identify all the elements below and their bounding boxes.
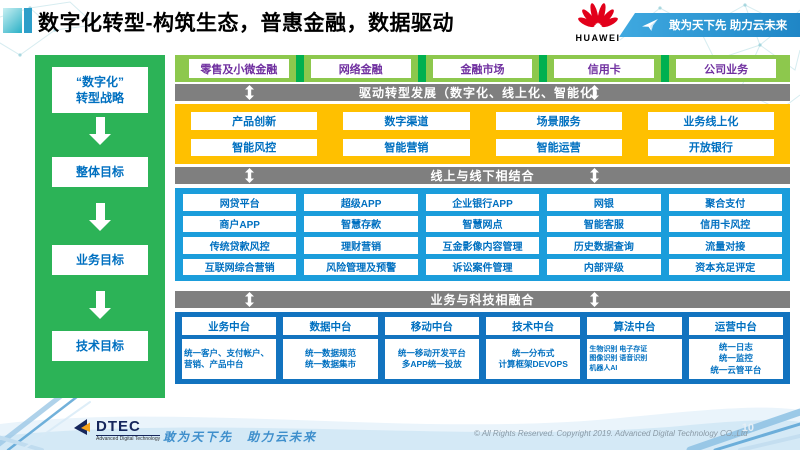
sidebar-step-digital-strategy: “数字化” 转型战略 — [52, 67, 148, 113]
page-title: 数字化转型-构筑生态，普惠金融，数据驱动 — [38, 12, 454, 35]
down-arrow-icon — [35, 117, 165, 145]
dtec-logo: DTEC Advanced Digital Technology — [74, 418, 161, 442]
green-divider — [661, 55, 670, 82]
business-line-box: 金融市场 — [432, 59, 533, 78]
drive-transformation-bar: 驱动转型发展（数字化、线上化、智能化） — [175, 84, 790, 101]
green-divider — [295, 55, 304, 82]
down-arrow-icon — [35, 291, 165, 319]
application-box: 聚合支付 — [668, 194, 782, 211]
gray-bar-label: 线上与线下相结合 — [430, 169, 535, 183]
sidebar-step-technology-goal: 技术目标 — [52, 331, 148, 361]
application-box: 超级APP — [304, 194, 418, 211]
platform-detail: 统一日志 统一监控 统一云管平台 — [688, 339, 783, 379]
platform-detail: 统一数据规范 统一数据集市 — [283, 339, 378, 379]
capability-section: 产品创新 数字渠道 场景服务 业务线上化 智能风控 智能营销 智能运营 开放银行 — [175, 104, 790, 164]
application-box: 理财营销 — [304, 237, 418, 254]
double-arrow-icon — [245, 168, 254, 186]
dtec-wordmark: DTEC — [96, 418, 141, 435]
business-lines-row: 零售及小微金融 网络金融 金融市场 信用卡 公司业务 — [175, 55, 790, 82]
business-line-box: 公司业务 — [676, 59, 776, 78]
online-offline-bar: 线上与线下相结合 — [175, 167, 790, 184]
sidebar-step-overall-goal: 整体目标 — [52, 157, 148, 187]
application-box: 智能客服 — [547, 215, 661, 232]
application-box: 信用卡风控 — [668, 215, 782, 232]
application-box: 内部评级 — [547, 258, 661, 275]
capability-box: 智能营销 — [343, 138, 470, 156]
down-arrow-icon — [35, 203, 165, 231]
green-divider — [417, 55, 426, 82]
gray-bar-label: 业务与科技相融合 — [430, 293, 535, 307]
double-arrow-icon — [590, 168, 599, 186]
transformation-framework: 零售及小微金融 网络金融 金融市场 信用卡 公司业务 驱动转型发展（数字化、线上… — [175, 55, 790, 384]
double-arrow-icon — [590, 85, 599, 103]
dtec-tagline: Advanced Digital Technology — [96, 435, 161, 442]
title-accent-square — [3, 8, 22, 33]
platform-title: 算法中台 — [587, 317, 682, 335]
application-box: 企业银行APP — [425, 194, 540, 211]
business-line-box: 零售及小微金融 — [189, 59, 289, 78]
huawei-wordmark: HUAWEI — [575, 33, 621, 43]
paper-plane-icon — [641, 18, 659, 32]
platform-title: 运营中台 — [688, 317, 783, 335]
application-box: 诉讼案件管理 — [425, 258, 540, 275]
capability-box: 智能运营 — [495, 138, 622, 156]
double-arrow-icon — [245, 292, 254, 310]
business-line-box: 信用卡 — [554, 59, 655, 78]
platform-title: 数据中台 — [283, 317, 378, 335]
footer-slogan: 敢为天下先 助力云未来 — [163, 430, 318, 444]
application-box: 历史数据查询 — [547, 237, 661, 254]
business-line-box: 网络金融 — [310, 59, 411, 78]
business-tech-fusion-bar: 业务与科技相融合 — [175, 291, 790, 308]
middle-platform-section: 业务中台 数据中台 移动中台 技术中台 算法中台 运营中台 统一客户、支付帐户、… — [175, 312, 790, 384]
header-slogan-banner: 敢为天下先 助力云未来 — [619, 13, 800, 37]
application-box: 网银 — [547, 194, 661, 211]
green-divider — [539, 55, 548, 82]
application-section: 网贷平台 超级APP 企业银行APP 网银 聚合支付 商户APP 智慧存款 智慧… — [175, 188, 790, 281]
platform-detail: 统一客户、支付帐户、营销、产品中台 — [182, 339, 277, 379]
platform-detail: 统一移动开发平台 多APP统一投放 — [384, 339, 479, 379]
capability-box: 业务线上化 — [647, 112, 774, 130]
application-box: 风险管理及预警 — [304, 258, 418, 275]
huawei-logo: HUAWEI — [570, 3, 626, 43]
platform-title: 移动中台 — [384, 317, 479, 335]
double-arrow-icon — [590, 292, 599, 310]
capability-box: 开放银行 — [647, 138, 774, 156]
dtec-arrow-icon — [74, 419, 90, 435]
sidebar-step-business-goal: 业务目标 — [52, 245, 148, 275]
banner-slogan-text: 敢为天下先 助力云未来 — [669, 20, 788, 32]
title-accent-bar — [24, 8, 32, 33]
gray-bar-label: 驱动转型发展（数字化、线上化、智能化） — [358, 86, 606, 100]
application-box: 资本充足评定 — [668, 258, 782, 275]
application-box: 智慧存款 — [304, 215, 418, 232]
platform-title: 技术中台 — [486, 317, 581, 335]
capability-box: 场景服务 — [495, 112, 622, 130]
huawei-flower-icon — [578, 3, 618, 28]
application-box: 网贷平台 — [183, 194, 297, 211]
platform-detail: 统一分布式 计算框架DEVOPS — [486, 339, 581, 379]
platform-title: 业务中台 — [182, 317, 277, 335]
application-box: 商户APP — [183, 215, 297, 232]
application-box: 传统贷款风控 — [183, 237, 297, 254]
page-number: 10 — [741, 422, 754, 434]
application-box: 互金影像内容管理 — [425, 237, 540, 254]
capability-box: 产品创新 — [191, 112, 318, 130]
capability-box: 智能风控 — [191, 138, 318, 156]
application-box: 智慧网点 — [425, 215, 540, 232]
strategy-sidebar: “数字化” 转型战略 整体目标 业务目标 技术目标 — [35, 55, 165, 398]
copyright-text: © All Rights Reserved. Copyright 2019. A… — [474, 429, 748, 438]
application-box: 流量对接 — [668, 237, 782, 254]
application-box: 互联网综合营销 — [183, 258, 297, 275]
capability-box: 数字渠道 — [343, 112, 470, 130]
platform-detail: 生物识别 电子存证 图像识别 语音识别 机器人AI — [587, 339, 682, 379]
double-arrow-icon — [245, 85, 254, 103]
